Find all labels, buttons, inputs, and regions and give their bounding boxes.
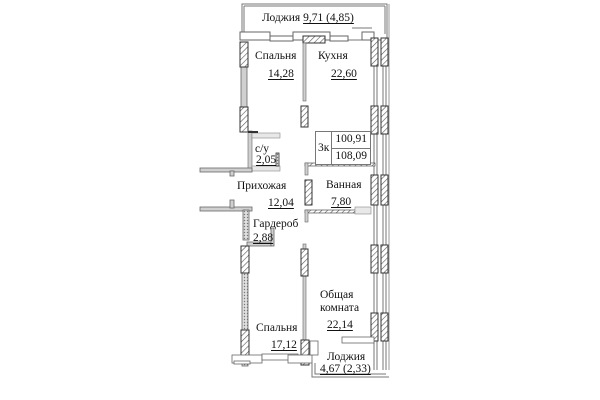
loggia-bottom-outline [311, 360, 389, 378]
bathroom-name: Ванная [326, 179, 362, 191]
kitchen-vent-block [302, 35, 326, 44]
bathroom-area: 7,80 [331, 196, 352, 208]
entrance-wall-lower [199, 199, 275, 247]
loggia-top-area: 9,71 (4,85) [303, 12, 354, 24]
bedroom-bottom-name: Спальня [256, 322, 298, 334]
living-room-area: 22,14 [327, 319, 353, 331]
wc-area: 2,05 [256, 154, 277, 166]
bedroom-top-name: Спальня [255, 50, 297, 62]
bedroom-top-area: 14,28 [268, 68, 294, 80]
partition-bedroom-living [300, 243, 310, 366]
bottom-facade-wall [231, 336, 375, 365]
loggia-top-name: Лоджия [262, 12, 301, 24]
bathroom-walls [304, 162, 376, 223]
apartment-type: 3к [316, 132, 333, 164]
wardrobe-area: 2,88 [253, 232, 274, 244]
living-room-name-line1: Общая [320, 289, 354, 301]
hallway-area: 12,04 [268, 197, 294, 209]
living-area-value: 100,91 [335, 133, 367, 145]
entrance-wall-upper [199, 167, 253, 177]
left-wall-upper [239, 41, 249, 133]
kitchen-area: 22,60 [331, 68, 357, 80]
right-facade-wall [370, 4, 390, 370]
bedroom-bottom-area: 17,12 [271, 339, 297, 351]
wc-walls [247, 130, 281, 172]
living-room-name-line2: комната [320, 302, 360, 314]
partition-bedroom-kitchen [300, 42, 309, 128]
wc-name: с/у [255, 143, 270, 155]
left-wall-lower [240, 245, 250, 367]
hallway-name: Прихожая [237, 180, 287, 192]
total-area-value: 108,09 [332, 147, 370, 165]
kitchen-name: Кухня [318, 50, 348, 62]
loggia-top-label: Лоджия 9,71 (4,85) [262, 12, 354, 25]
apartment-summary-box: 3к 100,91 108,09 [315, 131, 371, 165]
loggia-bottom-name: Лоджия [327, 351, 366, 363]
loggia-bottom-area: 4,67 (2,33) [320, 363, 371, 375]
wardrobe-name: Гардероб [253, 218, 299, 230]
